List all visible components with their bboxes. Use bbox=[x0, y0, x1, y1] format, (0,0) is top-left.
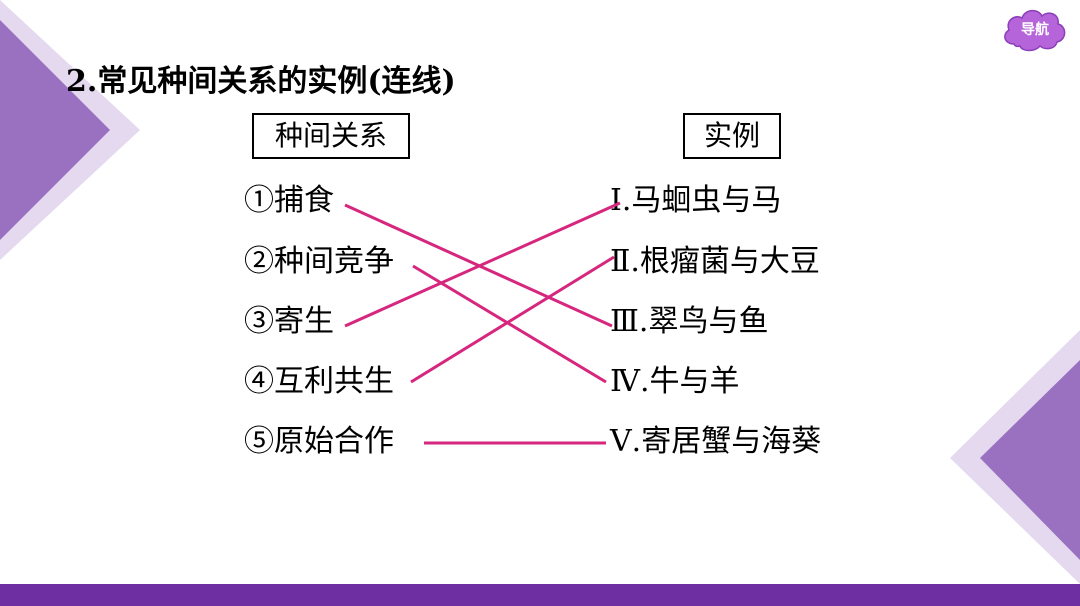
example-item-4: Ⅳ.牛与羊 bbox=[610, 364, 740, 399]
bottom-accent-bar bbox=[0, 584, 1080, 606]
relation-item-5: ⑤原始合作 bbox=[244, 424, 394, 459]
example-item-5: Ⅴ.寄居蟹与海葵 bbox=[610, 424, 822, 459]
example-item-1: Ⅰ.马蛔虫与马 bbox=[610, 183, 782, 218]
relation-item-2: ②种间竞争 bbox=[244, 244, 394, 279]
right-column-header: 实例 bbox=[683, 113, 781, 159]
relation-item-1: ①捕食 bbox=[244, 183, 334, 218]
relation-item-3: ③寄生 bbox=[244, 304, 334, 339]
example-item-3: Ⅲ.翠鸟与鱼 bbox=[610, 304, 769, 339]
cloud-icon bbox=[1004, 9, 1066, 52]
nav-button[interactable]: 导航 bbox=[1000, 6, 1070, 54]
nav-label: 导航 bbox=[1021, 22, 1049, 38]
relation-item-4: ④互利共生 bbox=[244, 364, 394, 399]
page-title: 2.常见种间关系的实例(连线) bbox=[66, 64, 456, 99]
left-column-header: 种间关系 bbox=[252, 113, 410, 159]
example-item-2: Ⅱ.根瘤菌与大豆 bbox=[610, 244, 820, 279]
